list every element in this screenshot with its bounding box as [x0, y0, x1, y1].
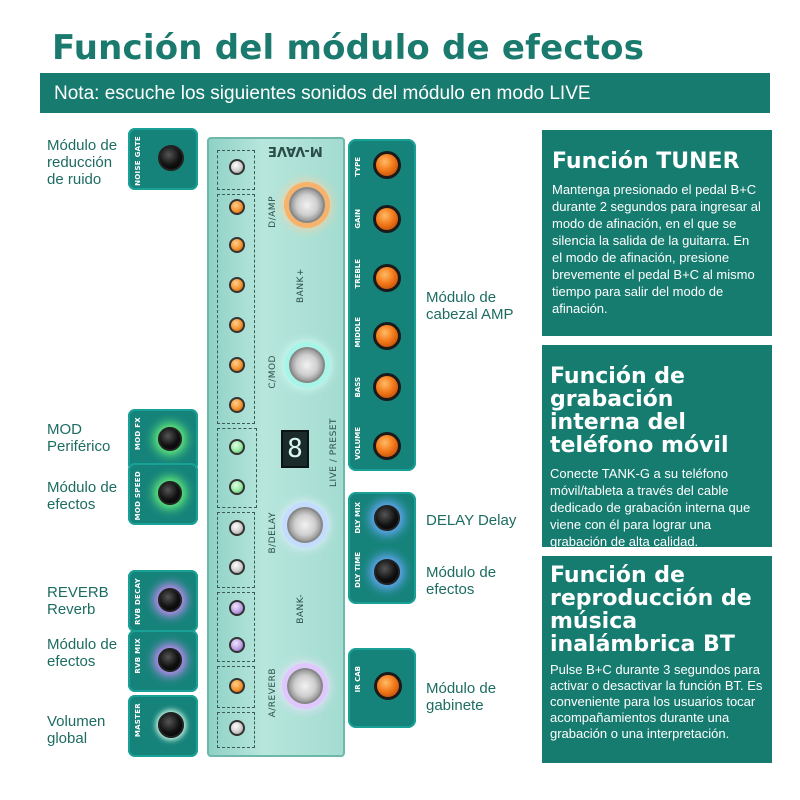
pedal-master-knob[interactable]: [229, 720, 245, 736]
tuner-body: Mantenga presionado el pedal B+C durante…: [552, 182, 761, 316]
delay-group: [217, 512, 255, 588]
noise-gate-knob[interactable]: [158, 145, 184, 171]
cab-control-tile: IR CAB: [348, 648, 416, 728]
recording-body: Conecte TANK-G a su teléfono móvil/table…: [550, 466, 751, 549]
pedal-ir-cab-knob[interactable]: [229, 678, 245, 694]
bt-title: Función de reproducción de música inalám…: [550, 563, 752, 657]
pedal-mod-fx-knob[interactable]: [229, 439, 245, 455]
pedal-bass-knob[interactable]: [229, 357, 245, 373]
rvb-decay-tile: RVB DECAY: [128, 570, 198, 632]
amp-volume-knob[interactable]: [373, 432, 401, 460]
mod-speed-knob[interactable]: [158, 481, 182, 505]
page-title: Función del módulo de efectos: [52, 28, 645, 68]
tuner-title: Función TUNER: [552, 149, 740, 174]
mod-group: [217, 428, 257, 508]
amp-control-tile: TYPE GAIN TREBLE MIDDLE BASS VOLUME: [348, 139, 416, 471]
amp-group: [217, 194, 255, 424]
switch-label-live-preset: LIVE / PRESET: [329, 418, 339, 488]
noise-gate-group: [217, 150, 255, 190]
switch-label-bank-up: BANK+: [296, 268, 306, 304]
mod-speed-tile: MOD SPEED: [128, 463, 198, 525]
switch-label-bank-down: BANK-: [296, 594, 306, 624]
footswitch-c-mod[interactable]: [289, 347, 325, 383]
tuner-panel: Función TUNER Mantenga presionado el ped…: [542, 130, 772, 336]
bt-panel: Función de reproducción de música inalám…: [542, 556, 772, 763]
cab-group: [217, 666, 255, 708]
switch-label-a-reverb: A/REVERB: [268, 668, 278, 718]
subtitle-bar: [40, 73, 770, 113]
footswitch-d-amp[interactable]: [289, 187, 325, 223]
preset-display: 8: [281, 430, 309, 468]
amp-middle-knob[interactable]: [373, 322, 401, 350]
pedal-middle-knob[interactable]: [229, 317, 245, 333]
pedal-dly-mix-knob[interactable]: [229, 520, 245, 536]
noise-gate-tile: NOISE GATE: [128, 128, 198, 190]
recording-panel: Función de grabación interna del teléfon…: [542, 345, 772, 549]
mod-fx-tile: MOD FX: [128, 409, 198, 471]
footswitch-b-delay[interactable]: [287, 507, 323, 543]
rvb-decay-knob[interactable]: [158, 588, 182, 612]
brand-logo: M-VAVE: [268, 143, 323, 158]
pedal-gain-knob[interactable]: [229, 237, 245, 253]
footswitch-a-reverb[interactable]: [287, 668, 323, 704]
amp-treble-knob[interactable]: [373, 264, 401, 292]
rvb-mix-knob[interactable]: [158, 648, 182, 672]
pedal-type-knob[interactable]: [229, 199, 245, 215]
reverb-group: [217, 592, 255, 662]
mod-fx-knob[interactable]: [158, 427, 182, 451]
switch-label-c-mod: C/MOD: [268, 355, 278, 389]
switch-label-d-amp: D/AMP: [268, 196, 278, 228]
delay-control-tile: DLY MIX DLY TIME: [348, 492, 416, 604]
subtitle: Nota: escuche los siguientes sonidos del…: [54, 83, 591, 104]
amp-bass-knob[interactable]: [373, 373, 401, 401]
recording-title: Función de grabación interna del teléfon…: [550, 364, 729, 458]
dly-mix-knob[interactable]: [374, 505, 400, 531]
switch-label-b-delay: B/DELAY: [268, 512, 278, 554]
pedal-noise-gate-knob[interactable]: [229, 159, 245, 175]
ir-cab-knob[interactable]: [374, 672, 402, 700]
pedal-rvb-mix-knob[interactable]: [229, 637, 245, 653]
amp-gain-knob[interactable]: [373, 205, 401, 233]
master-tile: MASTER: [128, 695, 198, 757]
rvb-mix-tile: RVB MIX: [128, 630, 198, 692]
master-knob[interactable]: [158, 712, 184, 738]
dly-time-knob[interactable]: [374, 559, 400, 585]
pedal-dly-time-knob[interactable]: [229, 559, 245, 575]
bt-body: Pulse B+C durante 3 segundos para activa…: [550, 662, 763, 741]
pedal-mod-speed-knob[interactable]: [229, 479, 245, 495]
amp-type-knob[interactable]: [373, 151, 401, 179]
pedal-volume-knob[interactable]: [229, 397, 245, 413]
master-group: [217, 712, 255, 748]
pedal-rvb-decay-knob[interactable]: [229, 600, 245, 616]
pedal-treble-knob[interactable]: [229, 277, 245, 293]
delay-label: DELAY Delay: [426, 512, 517, 529]
